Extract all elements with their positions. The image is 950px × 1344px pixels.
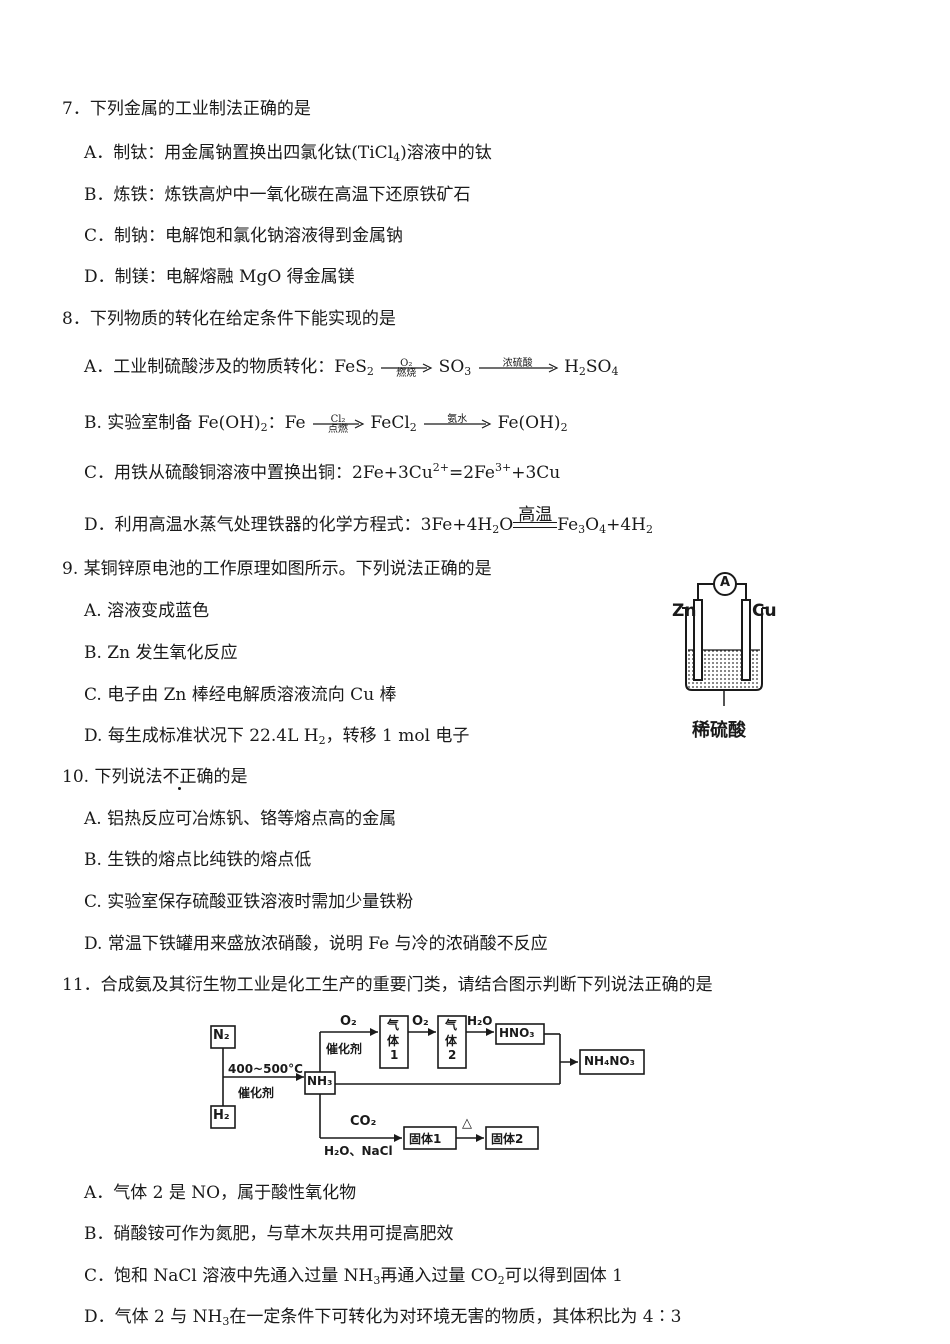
galvanic-cell-diagram: A Zn Cu 稀硫酸 (668, 566, 788, 746)
q9-option-d: D. 每生成标准状况下 22.4L H2，转移 1 mol 电子 (84, 726, 470, 747)
q9-option-a: A. 溶液变成蓝色 (84, 601, 210, 621)
h2o-nacl-label: H₂O、NaCl (324, 1144, 393, 1158)
o2-label-1: O₂ (340, 1014, 357, 1029)
solid2-label: 固体2 (491, 1132, 524, 1146)
q10-option-d: D. 常温下铁罐用来盛放浓硝酸，说明 Fe 与冷的浓硝酸不反应 (84, 934, 548, 954)
gas2-line1: 气 (445, 1018, 458, 1032)
q11-option-d: D．气体 2 与 NH3在一定条件下可转化为对环境无害的物质，其体积比为 4∶3 (84, 1307, 682, 1328)
q11-option-c: C．饱和 NaCl 溶液中先通入过量 NH3再通入过量 CO2可以得到固体 1 (84, 1266, 623, 1287)
q7-option-b: B．炼铁：炼铁高炉中一氧化碳在高温下还原铁矿石 (84, 185, 471, 205)
q10-option-c: C. 实验室保存硫酸亚铁溶液时需加少量铁粉 (84, 892, 414, 912)
co2-label: CO₂ (350, 1114, 377, 1129)
cu-electrode-label: Cu (752, 601, 777, 621)
zn-electrode-label: Zn (672, 601, 697, 621)
gas2-line2: 体 (445, 1034, 458, 1048)
q9-stem: 9. 某铜锌原电池的工作原理如图所示。下列说法正确的是 (62, 559, 492, 579)
h2-label: H₂ (213, 1108, 230, 1123)
hno3-label: HNO₃ (499, 1026, 535, 1040)
reaction-arrow: 浓硫酸 (477, 358, 559, 375)
o2-label-2: O₂ (412, 1014, 429, 1029)
electrolyte-label: 稀硫酸 (692, 720, 746, 741)
h2o-label: H₂O (467, 1014, 493, 1028)
heat-label: △ (462, 1116, 472, 1131)
nh4no3-label: NH₄NO₃ (584, 1054, 635, 1068)
catalyst-label: 催化剂 (326, 1042, 363, 1056)
ammonia-flow-diagram: N₂ H₂ 400~500°C 催化剂 NH₃ O₂ 催化剂 气 体 1 O₂ … (200, 1010, 660, 1160)
solid1-label: 固体1 (409, 1132, 442, 1146)
condition-temperature: 400~500°C (228, 1062, 303, 1076)
q11-option-b: B．硝酸铵可作为氮肥，与草木灰共用可提高肥效 (84, 1224, 454, 1244)
q9-option-b: B. Zn 发生氧化反应 (84, 643, 238, 663)
q11-option-a: A．气体 2 是 NO，属于酸性氧化物 (84, 1183, 357, 1203)
reaction-arrow: 氨水 (422, 414, 492, 431)
gas1-line2: 体 (387, 1034, 400, 1048)
q7-stem: 7．下列金属的工业制法正确的是 (62, 99, 311, 119)
emphasis-dot (178, 787, 181, 790)
q10-option-b: B. 生铁的熔点比纯铁的熔点低 (84, 850, 312, 870)
q8-stem: 8．下列物质的转化在给定条件下能实现的是 (62, 309, 396, 329)
nh3-label: NH₃ (307, 1074, 333, 1088)
n2-label: N₂ (213, 1028, 230, 1043)
condition-catalyst: 催化剂 (238, 1086, 275, 1100)
gas1-line3: 1 (390, 1048, 399, 1062)
q7-option-d: D．制镁：电解熔融 MgO 得金属镁 (84, 267, 355, 287)
q10-option-a: A. 铝热反应可冶炼钒、铬等熔点高的金属 (84, 809, 397, 829)
q8-option-c: C．用铁从硫酸铜溶液中置换出铜：2Fe+3Cu2+=2Fe3++3Cu (84, 461, 561, 483)
gas2-line3: 2 (448, 1048, 457, 1062)
q9-option-c: C. 电子由 Zn 棒经电解质溶液流向 Cu 棒 (84, 685, 397, 705)
q7-option-c: C．制钠：电解饱和氯化钠溶液得到金属钠 (84, 226, 404, 246)
q7-option-a: A．制钛：用金属钠置换出四氯化钛(TiCl4)溶液中的钛 (84, 143, 492, 164)
q10-stem: 10. 下列说法不正确的是 (62, 767, 248, 787)
q11-stem: 11．合成氨及其衍生物工业是化工生产的重要门类，请结合图示判断下列说法正确的是 (62, 975, 713, 995)
ammeter-label: A (719, 575, 731, 590)
equals-condition: 高温 (513, 505, 558, 534)
gas1-line1: 气 (387, 1018, 400, 1032)
